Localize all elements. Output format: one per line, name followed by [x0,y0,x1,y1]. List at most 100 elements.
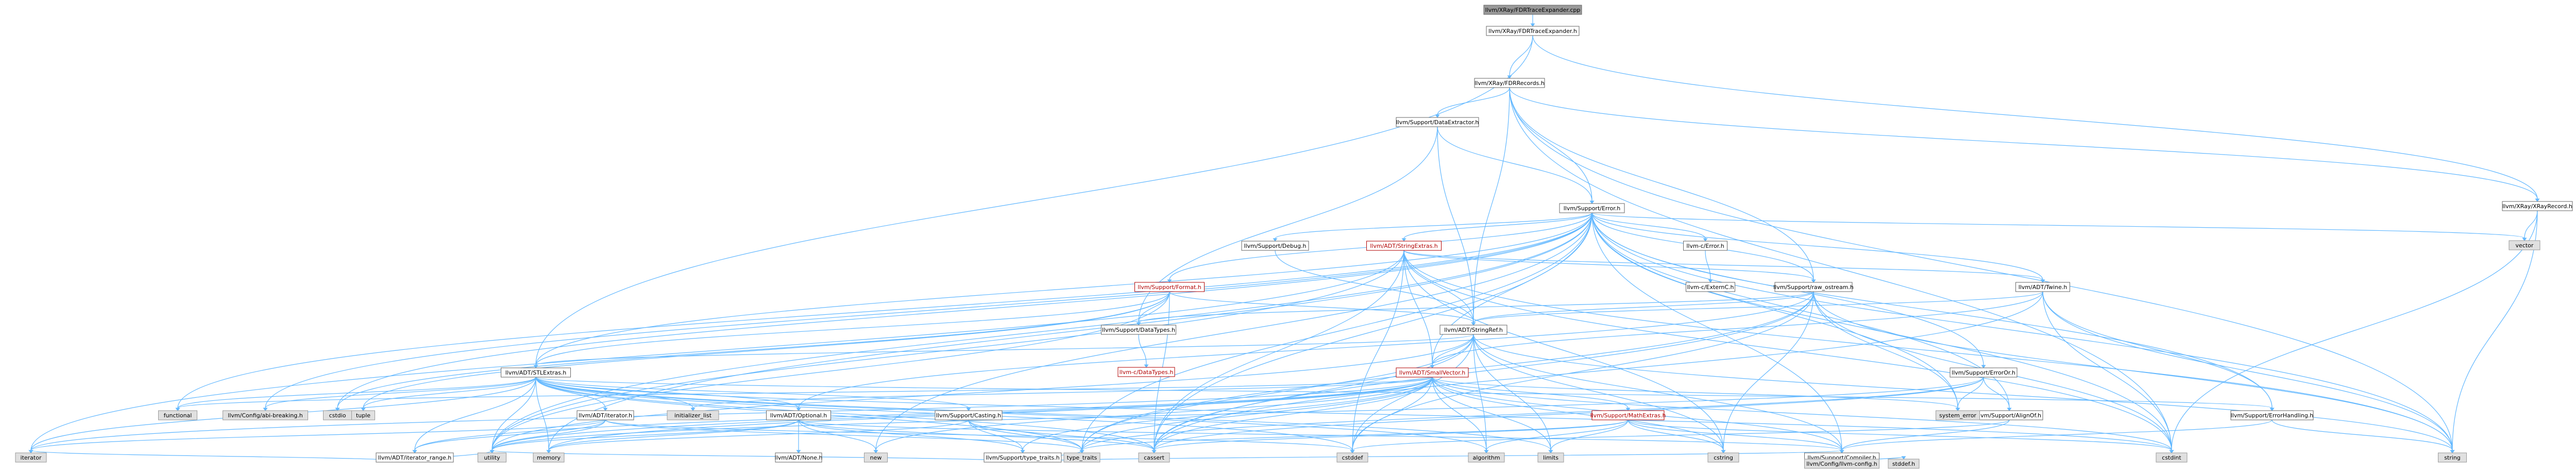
node-label: llvm/ADT/SmallVector.h [1399,369,1466,376]
edge-line [1473,334,2453,451]
edge-stlextras_h-to-errorhandling_h [535,377,2275,411]
edge-line [30,419,606,451]
edge-stlextras_h-to-tuple [361,377,536,411]
edge-arrowhead [546,450,551,453]
node-erroror_h[interactable]: llvm/Support/ErrorOr.h [1950,367,2018,378]
node-type_traits_h[interactable]: llvm/Support/type_traits.h [984,452,1062,463]
edge-arrowhead [1811,279,1816,283]
node-iterator_range_h[interactable]: llvm/ADT/iterator_range.h [376,452,454,463]
node-label: llvm/ADT/Twine.h [2019,284,2067,291]
node-raw_ostream_h[interactable]: llvm/Support/raw_ostream.h [1773,282,1854,292]
node-box [376,452,454,463]
node-optional_h[interactable]: llvm/ADT/Optional.h [766,410,831,420]
node-label: cstdio [329,412,346,419]
node-label: llvm/Support/MathExtras.h [1590,412,1666,419]
node-box [1683,241,1727,251]
edge-arrowhead [1144,364,1149,368]
node-alignof_h[interactable]: llvm/Support/AlignOf.h [1975,410,2043,420]
node-box [667,410,719,420]
edge-line [492,377,1984,451]
edge-arrowhead [1401,238,1406,242]
edge-line [1352,250,1404,451]
edge-line [1550,419,1629,451]
edge-line [535,377,1155,451]
node-memory: memory [533,452,565,463]
edge-arrowhead [2007,408,2012,411]
node-string: string [2438,452,2467,463]
edge-line [30,250,1404,451]
edge-fdrrecords_h-to-xrayrecord_h [1509,87,2540,202]
edge-arrowhead [533,365,538,368]
node-fdrrecords_h[interactable]: llvm/XRay/FDRRecords.h [1474,78,1545,88]
edge-stringref_h-to-smallvector_h [1430,334,1474,368]
node-box [1336,452,1368,463]
edge-error_h-to-debug_h [1273,212,1592,242]
edge-error_h-to-c_error_h [1591,212,1708,242]
edge-line [1591,212,1706,239]
edge-line [1473,334,1551,451]
node-box [2156,452,2188,463]
edge-line [2452,210,2538,451]
edge-line [1532,35,2538,199]
node-debug_h[interactable]: llvm/Support/Debug.h [1241,241,1309,251]
edge-line [535,377,969,409]
node-fdrtraceexpander_h[interactable]: llvm/XRay/FDRTraceExpander.h [1486,26,1580,36]
node-stringextras_h[interactable]: llvm/ADT/StringExtras.h [1366,241,1442,251]
node-label: llvm/Support/AlignOf.h [1977,412,2041,419]
node-mathextras_h[interactable]: llvm/Support/MathExtras.h [1590,410,1666,420]
node-label: string [2444,454,2461,461]
node-none_h[interactable]: llvm/ADT/None.h [775,452,823,463]
node-adt_iterator_h[interactable]: llvm/ADT/iterator.h [577,410,634,420]
node-box [1439,325,1507,335]
edge-dataextractor_h-to-datatypes_h [1136,126,1438,326]
edge-line [1432,377,1551,451]
node-label: initializer_list [674,412,712,419]
node-label: llvm/ADT/Optional.h [770,412,827,419]
edge-twine_h-to-cstdint [2042,291,2174,453]
edge-stlextras_h-to-abi_breaking_h [263,377,536,411]
edge-smallvector_h-to-functional [175,377,1433,411]
edge-fdrrecords_h-to-cstdint [1509,87,2174,453]
node-c_datatypes_h[interactable]: llvm-c/DataTypes.h [1117,367,1175,377]
edge-line [492,419,799,451]
node-label: llvm/ADT/None.h [775,454,823,461]
node-smallvector_h[interactable]: llvm/ADT/SmallVector.h [1396,367,1469,378]
node-stlextras_h[interactable]: llvm/ADT/STLExtras.h [501,367,571,378]
edge-line [1591,212,2453,451]
node-stringref_h[interactable]: llvm/ADT/StringRef.h [1439,325,1507,335]
node-xrayrecord_h[interactable]: llvm/XRay/XRayRecord.h [2502,201,2573,211]
node-c_externc_h[interactable]: llvm-c/ExternC.h [1686,282,1735,292]
edge-arrowhead [1136,322,1141,326]
edge-line [1813,291,2453,451]
node-vector: vector [2509,240,2540,250]
node-label: llvm-c/ExternC.h [1687,284,1734,291]
node-twine_h[interactable]: llvm/ADT/Twine.h [2015,282,2070,292]
node-box [1936,410,1980,420]
node-box [1396,117,1479,127]
edge-line [1154,419,1629,451]
node-error_h[interactable]: llvm/Support/Error.h [1559,203,1625,213]
node-box [1591,410,1665,420]
edge-line [2042,291,2273,409]
node-box [223,410,308,420]
edge-line [798,419,1842,451]
edge-stringextras_h-to-twine_h [1403,250,2045,283]
node-box [533,452,565,463]
node-format_h[interactable]: llvm/Support/Format.h [1134,282,1205,292]
node-label: functional [164,412,192,419]
edge-dataextractor_h-to-error_h [1437,126,1595,204]
node-c_error_h[interactable]: llvm-c/Error.h [1683,241,1727,251]
node-dataextractor_h[interactable]: llvm/Support/DataExtractor.h [1396,117,1479,127]
node-datatypes_h[interactable]: llvm/Support/DataTypes.h [1101,325,1176,335]
edge-line [1352,419,2010,451]
edge-line [1509,35,1533,76]
edge-error_h-to-vector [1591,212,2527,241]
node-casting_h[interactable]: llvm/Support/Casting.h [935,410,1003,420]
node-box [1483,5,1582,15]
node-errorhandling_h[interactable]: llvm/Support/ErrorHandling.h [2230,410,2314,420]
edge-fdrtraceexpander_h-to-fdrrecords_h [1507,35,1533,79]
node-label: llvm/XRay/FDRTraceExpander.cpp [1485,7,1581,13]
edge-line [2272,419,2453,451]
edge-line [605,419,1082,451]
